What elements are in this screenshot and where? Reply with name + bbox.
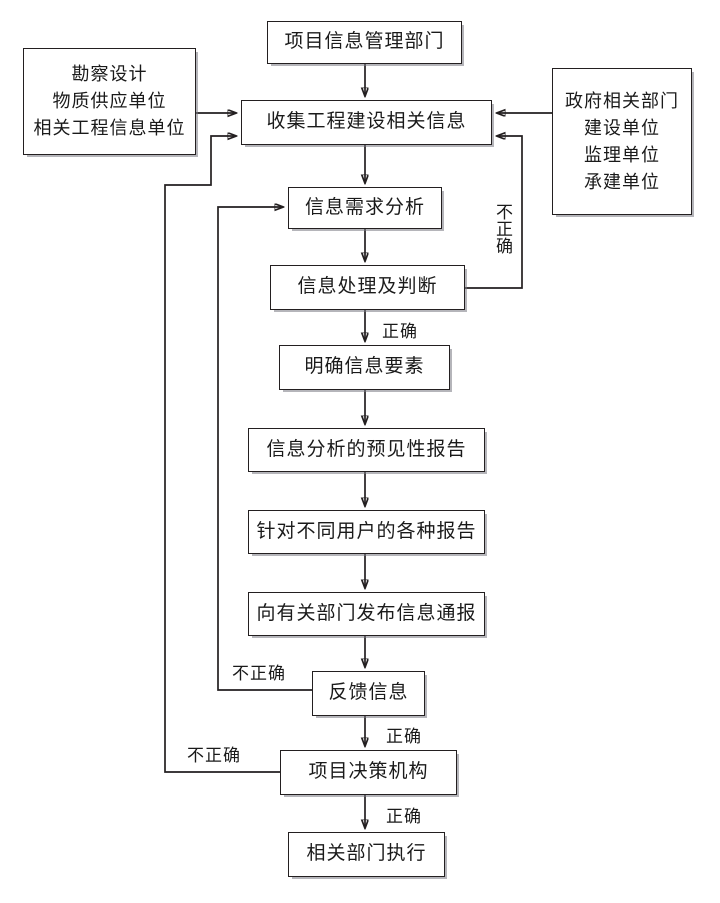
node-predictive-analysis-report[interactable]: 信息分析的预见性报告 (248, 428, 485, 472)
node-label: 项目决策机构 (308, 761, 429, 783)
node-information-demand-analysis[interactable]: 信息需求分析 (288, 187, 442, 229)
edge-label-incorrect-right: 不正确 (493, 203, 512, 254)
node-label-line-1: 勘察设计 (71, 64, 148, 84)
node-label: 针对不同用户的各种报告 (256, 520, 477, 542)
node-reports-for-different-users[interactable]: 针对不同用户的各种报告 (248, 510, 485, 554)
node-label: 明确信息要素 (304, 356, 425, 378)
edge-label-correct-after-judgment: 正确 (382, 322, 418, 341)
node-feedback-information[interactable]: 反馈信息 (312, 671, 425, 716)
node-label: 向有关部门发布信息通报 (256, 602, 477, 624)
node-label-line-2: 物质供应单位 (52, 91, 167, 111)
node-project-information-management-dept[interactable]: 项目信息管理部门 (267, 21, 462, 64)
edge-label-incorrect-feedback: 不正确 (232, 664, 286, 683)
edge-label-correct-after-decision: 正确 (386, 807, 422, 826)
node-label: 收集工程建设相关信息 (266, 111, 467, 133)
edge-label-incorrect-decision: 不正确 (187, 746, 241, 765)
edge-label-correct-after-feedback: 正确 (386, 727, 422, 746)
node-label: 信息需求分析 (304, 196, 425, 218)
node-collect-construction-information[interactable]: 收集工程建设相关信息 (241, 100, 492, 145)
node-information-processing-and-judgment[interactable]: 信息处理及判断 (270, 265, 465, 310)
node-label: 反馈信息 (328, 682, 409, 704)
node-label-line-2: 建设单位 (584, 117, 660, 138)
node-relevant-dept-execution[interactable]: 相关部门执行 (288, 832, 445, 877)
node-label: 项目信息管理部门 (284, 31, 445, 53)
node-clarify-information-elements[interactable]: 明确信息要素 (279, 345, 450, 390)
node-label-line-1: 政府相关部门 (565, 90, 679, 111)
node-publish-information-bulletin[interactable]: 向有关部门发布信息通报 (248, 592, 485, 636)
node-label: 信息处理及判断 (297, 276, 438, 298)
node-project-decision-body[interactable]: 项目决策机构 (280, 750, 457, 795)
node-label-line-3: 监理单位 (584, 144, 660, 165)
node-label-line-3: 相关工程信息单位 (33, 118, 186, 138)
node-label: 相关部门执行 (306, 843, 427, 865)
node-label-line-4: 承建单位 (584, 171, 660, 192)
node-left-information-sources[interactable]: 勘察设计 物质供应单位 相关工程信息单位 (23, 48, 196, 155)
node-right-information-sources[interactable]: 政府相关部门 建设单位 监理单位 承建单位 (552, 68, 692, 215)
node-label: 信息分析的预见性报告 (266, 438, 467, 460)
